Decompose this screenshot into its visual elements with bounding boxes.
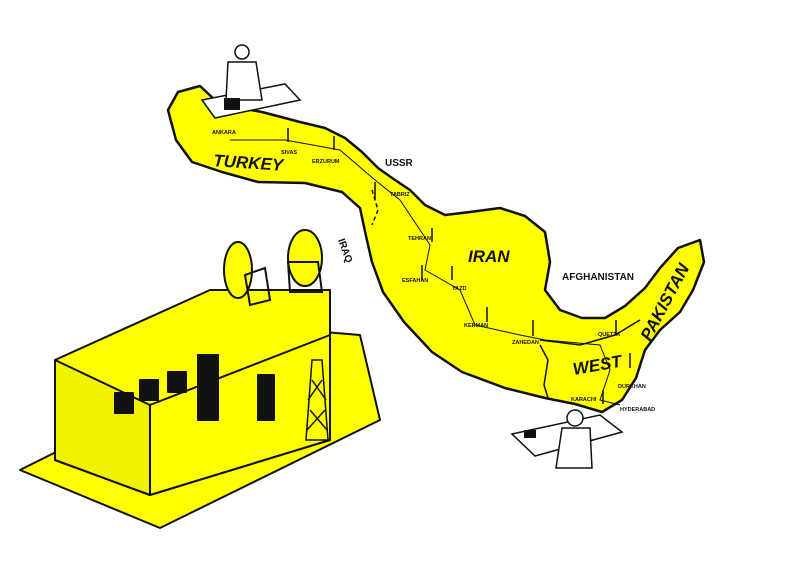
microwave-route [230,139,621,406]
border-turkey-iran [371,189,379,226]
label-turkey: TURKEY [213,151,286,175]
city-esfahan: ESFAHAN [402,278,428,284]
city-tabriz: TABRIZ [390,192,410,198]
city-karachi: KARACHI [571,397,597,403]
label-iraq: IRAQ [335,237,354,264]
city-quetta: QUETTA [598,332,620,338]
city-yazd: YAZD [452,286,466,292]
border-iran-pakistan [539,344,549,399]
operator-ankara [200,44,302,119]
city-hyderabad: HYDERABAD [620,407,655,413]
city-sivas: SIVAS [281,150,297,156]
city-tehran: TEHRAN [408,236,431,242]
dish-antennas [223,229,324,307]
relay-towers [287,128,631,404]
lattice-tower [305,359,329,441]
cento-region-land [166,84,706,414]
city-zahedan: ZAHEDAN [512,340,539,346]
label-ussr: USSR [385,158,414,169]
label-afghanistan: AFGHANISTAN [562,272,634,283]
operator-karachi [510,409,624,469]
border-afghanistan [539,319,641,346]
city-erzurum: ERZURUM [312,159,340,165]
city-durkhan: DURKHAN [618,384,646,390]
city-ankara: ANKARA [212,130,236,136]
city-labels: ANKARA SIVAS ERZURUM TABRIZ TEHRAN ESFAH… [212,130,655,413]
city-kerman: KERMAN [464,323,488,329]
label-iran: IRAN [468,247,510,266]
relay-station-building [19,289,381,529]
